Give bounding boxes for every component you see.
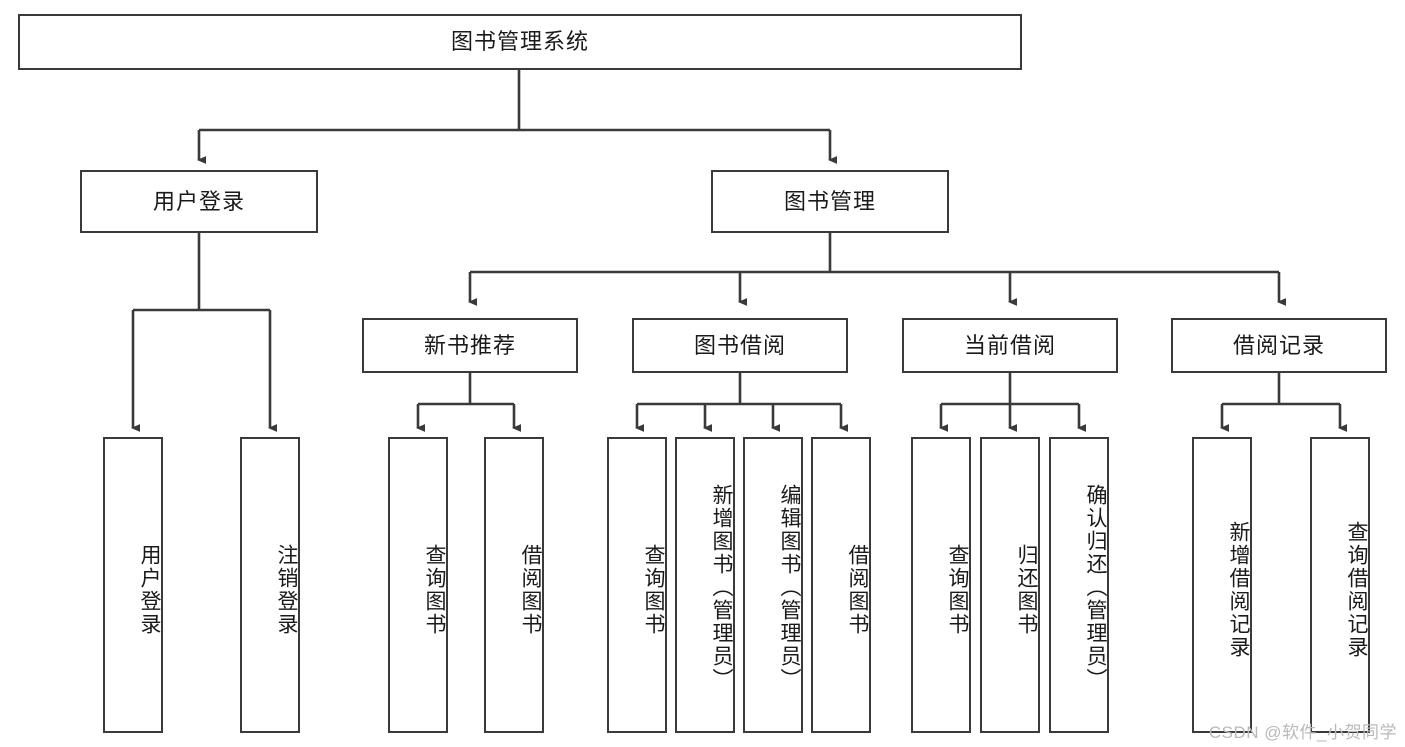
- leaf-confirm-return-admin[interactable]: 确认归还（管理员）: [1049, 437, 1109, 733]
- node-label: 确认归还（管理员）: [1084, 483, 1107, 691]
- node-label: 用户登录: [138, 544, 161, 636]
- node-label: 归还图书: [1015, 544, 1038, 636]
- node-current-borrowing[interactable]: 当前借阅: [902, 318, 1118, 373]
- leaf-query-books-new-book[interactable]: 查询图书: [388, 437, 448, 733]
- node-borrowing-records[interactable]: 借阅记录: [1171, 318, 1387, 373]
- leaf-borrow-books-new-book[interactable]: 借阅图书: [484, 437, 544, 733]
- node-label: 查询图书: [946, 544, 969, 636]
- csdn-watermark: CSDN @软件_小贺同学: [1208, 723, 1397, 742]
- node-label: 图书借阅: [693, 332, 786, 358]
- leaf-user-login[interactable]: 用户登录: [103, 437, 163, 733]
- node-label: 借阅图书: [519, 544, 542, 636]
- node-label: 查询图书: [642, 544, 665, 636]
- node-label: 查询借阅记录: [1345, 521, 1368, 659]
- node-new-book-recommendation[interactable]: 新书推荐: [362, 318, 578, 373]
- node-label: 当前借阅: [963, 332, 1056, 358]
- node-label: 图书管理系统: [450, 29, 589, 55]
- node-label: 新增图书（管理员）: [710, 483, 733, 691]
- node-user-login[interactable]: 用户登录: [80, 170, 318, 233]
- leaf-edit-book-admin[interactable]: 编辑图书（管理员）: [743, 437, 803, 733]
- leaf-add-book-admin[interactable]: 新增图书（管理员）: [675, 437, 735, 733]
- leaf-borrow-books-borrowing[interactable]: 借阅图书: [811, 437, 871, 733]
- node-label: 注销登录: [275, 544, 298, 636]
- leaf-add-borrow-record[interactable]: 新增借阅记录: [1192, 437, 1252, 733]
- node-root-book-management-system[interactable]: 图书管理系统: [18, 14, 1022, 70]
- node-book-management[interactable]: 图书管理: [711, 170, 949, 233]
- node-label: 用户登录: [152, 188, 245, 214]
- leaf-logout[interactable]: 注销登录: [240, 437, 300, 733]
- node-label: 新增借阅记录: [1227, 521, 1250, 659]
- leaf-query-books-borrowing[interactable]: 查询图书: [607, 437, 667, 733]
- node-label: 编辑图书（管理员）: [778, 483, 801, 691]
- node-label: 借阅图书: [846, 544, 869, 636]
- node-label: 借阅记录: [1232, 332, 1325, 358]
- leaf-return-books[interactable]: 归还图书: [980, 437, 1040, 733]
- node-label: 新书推荐: [423, 332, 516, 358]
- node-label: 图书管理: [783, 188, 876, 214]
- leaf-query-borrow-record[interactable]: 查询借阅记录: [1310, 437, 1370, 733]
- node-label: 查询图书: [423, 544, 446, 636]
- leaf-query-books-current[interactable]: 查询图书: [911, 437, 971, 733]
- node-book-borrowing[interactable]: 图书借阅: [632, 318, 848, 373]
